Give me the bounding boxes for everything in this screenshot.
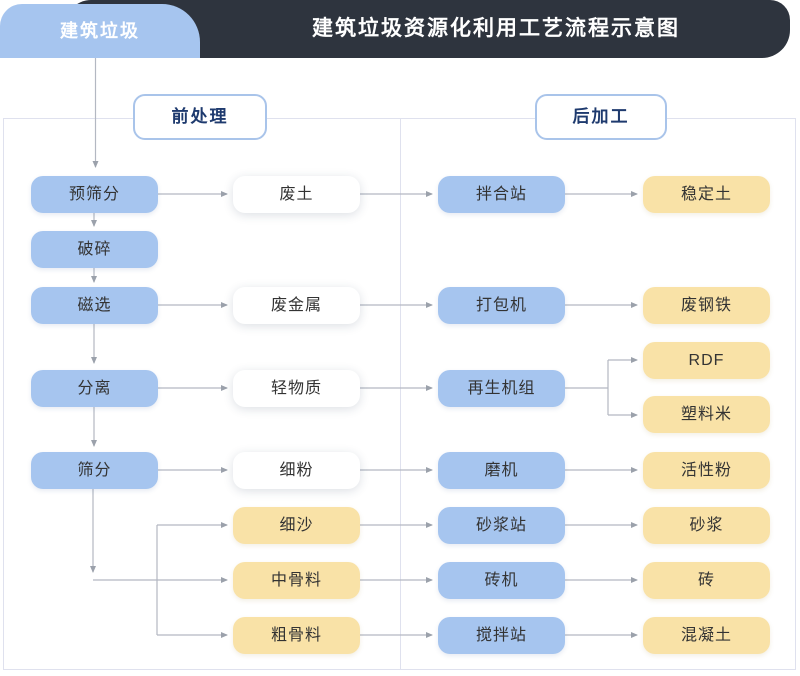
flow-node-agitating-station: 搅拌站 [438,617,565,654]
section-badge-pre-processing: 前处理 [133,94,267,140]
flow-node-rdf: RDF [643,342,770,379]
flow-node-brick: 砖 [643,562,770,599]
section-badge-post-processing: 后加工 [535,94,667,140]
flow-node-regeneration-unit: 再生机组 [438,370,565,407]
flow-node-medium-aggregate: 中骨料 [233,562,360,599]
flow-node-waste-soil: 废土 [233,176,360,213]
section-divider [400,118,401,670]
flow-node-mortar-station: 砂浆站 [438,507,565,544]
flow-node-separation: 分离 [31,370,158,407]
flow-node-stabilized-soil: 稳定土 [643,176,770,213]
page-title: 建筑垃圾资源化利用工艺流程示意图 [312,17,680,40]
flow-node-crushing: 破碎 [31,231,158,268]
flow-node-brick-machine: 砖机 [438,562,565,599]
flow-node-baler: 打包机 [438,287,565,324]
flow-node-mortar: 砂浆 [643,507,770,544]
flow-node-magnetic-separation: 磁选 [31,287,158,324]
flow-node-pre-screening: 预筛分 [31,176,158,213]
flow-node-fine-powder: 细粉 [233,452,360,489]
flow-node-waste-metal: 废金属 [233,287,360,324]
flow-node-mill: 磨机 [438,452,565,489]
flow-node-mixing-plant: 拌合站 [438,176,565,213]
flow-node-active-powder: 活性粉 [643,452,770,489]
flow-node-fine-sand: 细沙 [233,507,360,544]
flow-node-light-material: 轻物质 [233,370,360,407]
flow-node-screening: 筛分 [31,452,158,489]
flow-node-plastic-pellets: 塑料米 [643,396,770,433]
flow-node-waste-steel: 废钢铁 [643,287,770,324]
flow-node-coarse-aggregate: 粗骨料 [233,617,360,654]
flow-node-concrete: 混凝土 [643,617,770,654]
source-tab: 建筑垃圾 [0,4,200,58]
